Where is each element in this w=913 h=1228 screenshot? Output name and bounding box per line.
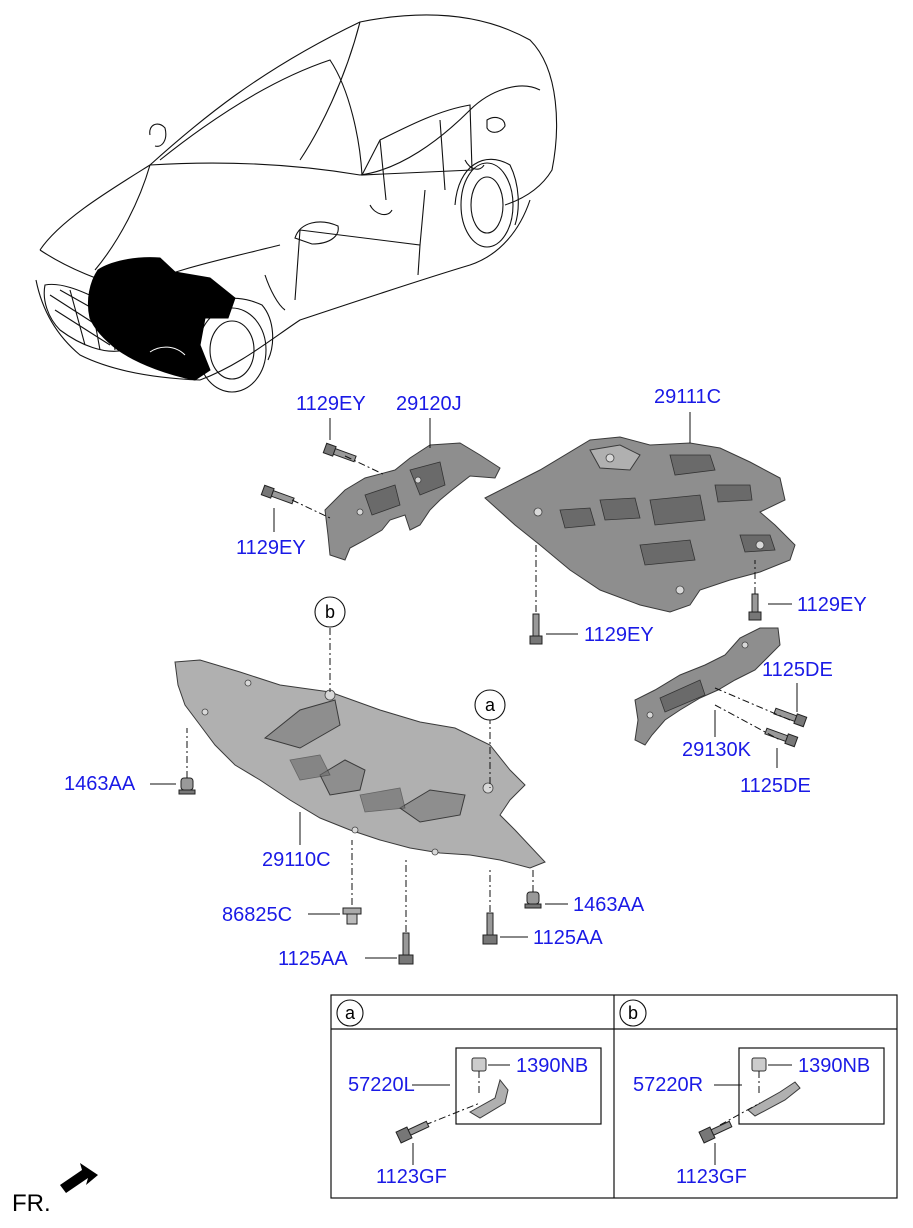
- label-86825c: 86825C: [222, 904, 292, 926]
- label-1463aa-right: 1463AA: [573, 894, 645, 916]
- label-1125de-top: 1125DE: [762, 659, 833, 681]
- label-29120j: 29120J: [396, 393, 462, 415]
- label-29130k: 29130K: [682, 739, 752, 761]
- label-1129ey-left: 1129EY: [236, 537, 306, 559]
- callout-a-main: a: [474, 689, 506, 721]
- part-29130k-bracket: [634, 627, 781, 746]
- detail-panel-a: a 1390NB 57220L 1123GF: [336, 999, 602, 1188]
- label-1125aa-right: 1125AA: [533, 927, 603, 949]
- label-29111c: 29111C: [654, 386, 721, 408]
- label-57220l: 57220L: [348, 1074, 415, 1096]
- label-57220r: 57220R: [633, 1074, 703, 1096]
- label-1463aa-left: 1463AA: [64, 773, 136, 795]
- detail-panel-b: b 1390NB 57220R 1123GF: [619, 999, 885, 1188]
- front-indicator: FR.: [12, 1163, 98, 1217]
- leader-lines: [150, 412, 798, 959]
- part-labels: 1129EY 29120J 1129EY 29111C 1129EY 1129E…: [64, 386, 867, 970]
- label-1390nb-b: 1390NB: [798, 1055, 870, 1077]
- callout-b-main: b: [314, 596, 346, 628]
- label-1125de-bottom: 1125DE: [740, 775, 811, 797]
- part-29110c-undercover: [174, 659, 546, 869]
- front-label: FR.: [12, 1190, 51, 1217]
- label-1390nb-a: 1390NB: [516, 1055, 588, 1077]
- label-1125aa-left: 1125AA: [278, 948, 348, 970]
- label-1129ey-mid: 1129EY: [584, 624, 654, 646]
- label-29110c: 29110C: [262, 849, 331, 871]
- label-1129ey-top: 1129EY: [296, 393, 366, 415]
- bracket-57220l: [469, 1057, 509, 1119]
- part-29120j-shield: [324, 442, 501, 561]
- callout-b-text: b: [325, 602, 335, 622]
- car-illustration: [35, 14, 558, 393]
- label-1123gf-a: 1123GF: [376, 1166, 447, 1188]
- bracket-57220r: [747, 1057, 801, 1117]
- label-1123gf-b: 1123GF: [676, 1166, 747, 1188]
- detail-table: a 1390NB 57220L 1123GF b: [330, 994, 898, 1199]
- front-arrow-icon: [60, 1163, 98, 1193]
- part-29111c-panel: [484, 436, 796, 613]
- panel-a-letter: a: [345, 1003, 356, 1023]
- label-1129ey-right: 1129EY: [797, 594, 867, 616]
- callout-a-text: a: [485, 695, 496, 715]
- panel-b-letter: b: [628, 1003, 638, 1023]
